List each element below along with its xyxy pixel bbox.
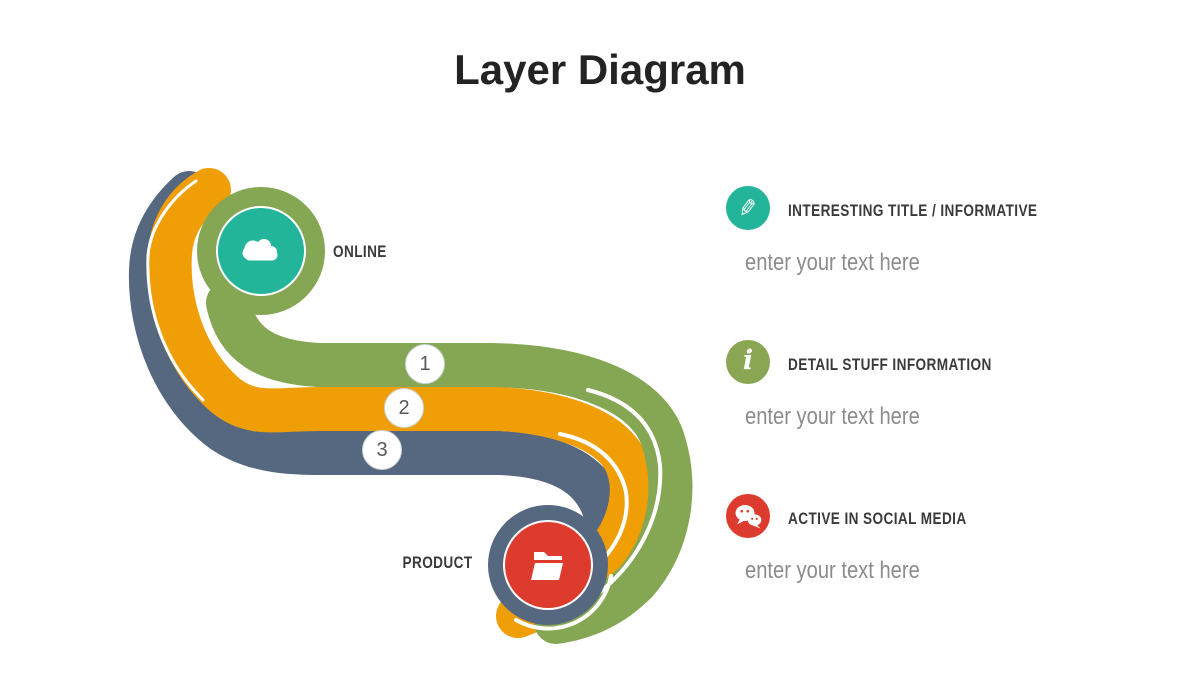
wechat-icon bbox=[726, 494, 770, 538]
legend-placeholder-text: enter your text here bbox=[745, 249, 920, 276]
seam-right-outer bbox=[586, 388, 663, 594]
step-circle-2: 2 bbox=[384, 388, 424, 428]
seam-left bbox=[146, 179, 205, 402]
folder-icon bbox=[531, 552, 563, 580]
cloud-icon bbox=[242, 239, 278, 261]
legend-item-social: ACTIVE IN SOCIAL MEDIA enter your text h… bbox=[726, 494, 1066, 594]
seam-right-inner bbox=[558, 432, 629, 574]
legend-title: DETAIL STUFF INFORMATION bbox=[788, 355, 992, 374]
step-circle-3: 3 bbox=[362, 430, 402, 470]
ribbon-layer-green bbox=[206, 281, 693, 644]
legend-placeholder-text: enter your text here bbox=[745, 403, 920, 430]
seam-bottom-ring bbox=[514, 574, 613, 631]
legend-placeholder-text: enter your text here bbox=[745, 557, 920, 584]
online-label: ONLINE bbox=[333, 242, 387, 261]
step-number: 3 bbox=[376, 438, 388, 461]
legend-title: ACTIVE IN SOCIAL MEDIA bbox=[788, 509, 967, 528]
ribbon-ring-green bbox=[197, 187, 325, 315]
step-number: 2 bbox=[398, 396, 410, 419]
info-icon: i bbox=[726, 340, 770, 384]
page-title: Layer Diagram bbox=[454, 46, 746, 93]
ribbon-ring-slate bbox=[488, 505, 608, 625]
pencil-icon: ✎ bbox=[726, 186, 770, 230]
legend-title: INTERESTING TITLE / INFORMATIVE bbox=[788, 201, 1038, 220]
step-circle-1: 1 bbox=[405, 344, 445, 384]
product-label: PRODUCT bbox=[402, 553, 473, 572]
legend-item-informative: ✎ INTERESTING TITLE / INFORMATIVE enter … bbox=[726, 186, 1066, 286]
legend-item-detail: i DETAIL STUFF INFORMATION enter your te… bbox=[726, 340, 1066, 440]
step-number: 1 bbox=[419, 352, 431, 375]
